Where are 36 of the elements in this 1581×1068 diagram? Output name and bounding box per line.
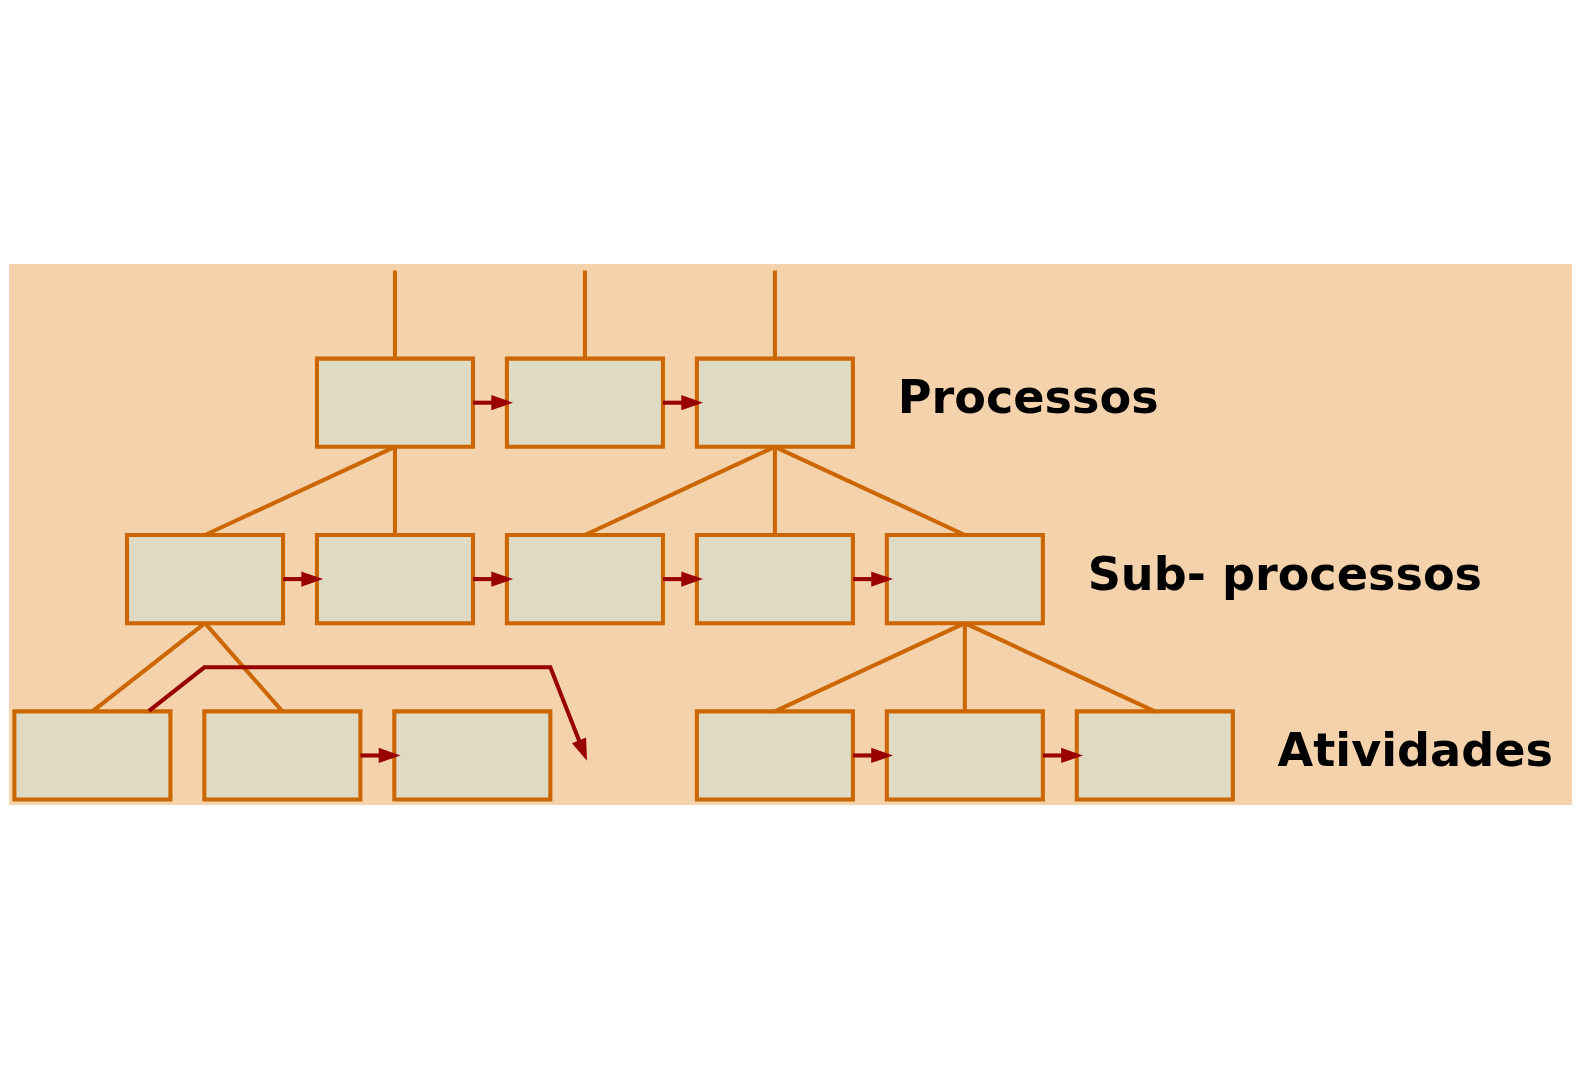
connector (772, 446, 777, 535)
arrow (662, 394, 704, 410)
connector (774, 620, 966, 713)
arrow (473, 570, 514, 587)
label: Sub- processos (1087, 546, 1483, 601)
arrow (662, 570, 704, 587)
node-box (202, 708, 363, 802)
connector (392, 446, 397, 535)
node-box (884, 708, 1045, 802)
node-box (392, 708, 553, 802)
arrow (147, 664, 587, 761)
node-box (314, 532, 476, 625)
node-box (1074, 708, 1235, 802)
connector (772, 270, 777, 358)
label: Processos (897, 369, 1159, 424)
node-box (694, 356, 855, 449)
arrow (473, 394, 514, 410)
node-box (314, 356, 476, 449)
arrow (360, 747, 401, 763)
arrow (852, 747, 893, 763)
node-box (124, 532, 286, 625)
arrow (283, 570, 324, 587)
connector (91, 621, 207, 713)
node-box (504, 356, 665, 449)
node-box (504, 532, 665, 625)
node-box (884, 532, 1045, 625)
connector (962, 622, 967, 711)
connector (582, 270, 587, 358)
connector (964, 620, 1156, 713)
arrow (1042, 747, 1083, 763)
label: Atividades (1277, 722, 1553, 777)
arrow (852, 570, 893, 587)
node-box (12, 708, 173, 802)
node-box (694, 532, 855, 625)
node-box (694, 708, 855, 802)
connector (392, 270, 397, 358)
